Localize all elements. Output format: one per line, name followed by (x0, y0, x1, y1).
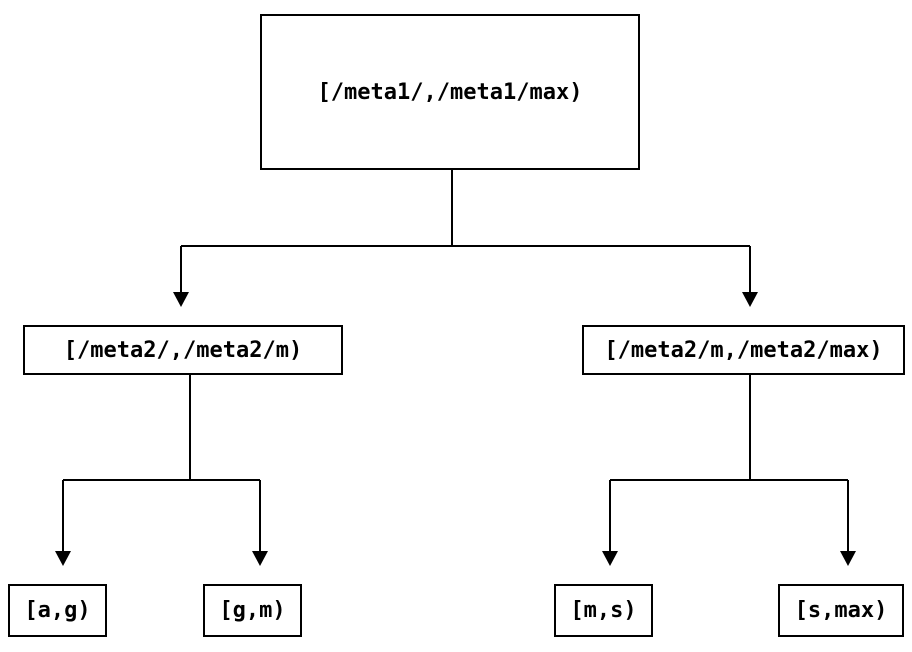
node-right-child-interval: [/meta2/m,/meta2/max) (582, 325, 905, 375)
node-leaf-label: [g,m) (219, 598, 286, 623)
arrowhead-down-icon (742, 292, 758, 307)
arrowhead-down-icon (252, 551, 268, 566)
node-right-child-label: [/meta2/m,/meta2/max) (604, 337, 883, 363)
node-leaf-interval: [a,g) (8, 584, 107, 637)
node-root-interval: [/meta1/,/meta1/max) (260, 14, 640, 170)
node-leaf-label: [a,g) (24, 598, 91, 623)
connector-right-child-to-leaves (602, 375, 856, 566)
arrowhead-down-icon (602, 551, 618, 566)
node-root-label: [/meta1/,/meta1/max) (317, 79, 583, 105)
node-leaf-interval: [s,max) (778, 584, 904, 637)
connector-left-child-to-leaves (55, 375, 268, 566)
node-leaf-interval: [g,m) (203, 584, 302, 637)
node-leaf-interval: [m,s) (554, 584, 653, 637)
node-leaf-label: [s,max) (794, 598, 888, 623)
node-leaf-label: [m,s) (570, 598, 637, 623)
node-left-child-interval: [/meta2/,/meta2/m) (23, 325, 343, 375)
arrowhead-down-icon (840, 551, 856, 566)
node-left-child-label: [/meta2/,/meta2/m) (63, 337, 303, 363)
arrowhead-down-icon (173, 292, 189, 307)
arrowhead-down-icon (55, 551, 71, 566)
connector-root-to-children (173, 170, 758, 307)
